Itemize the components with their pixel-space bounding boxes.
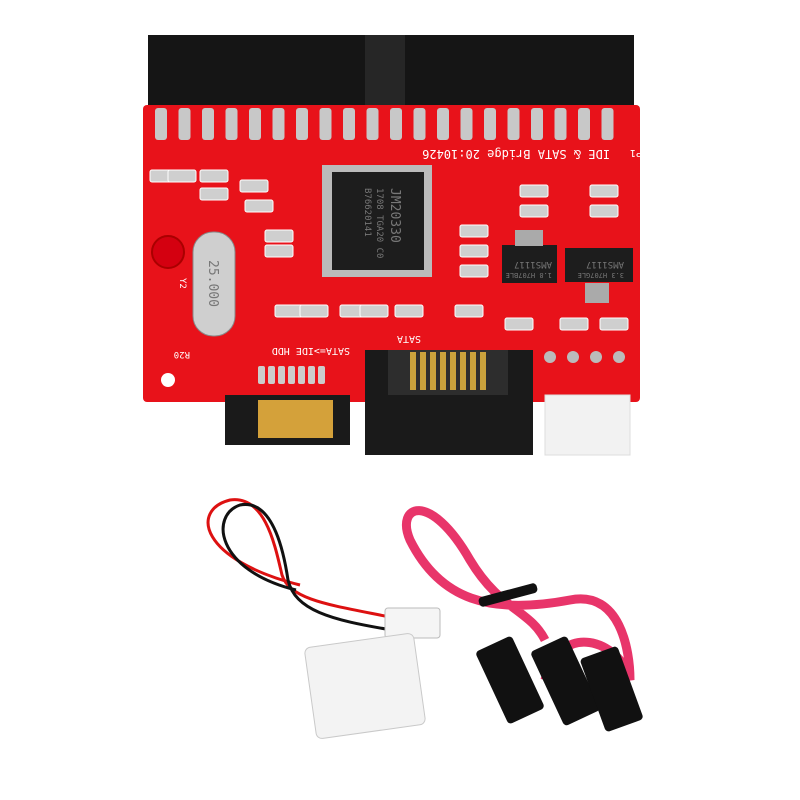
chip-line2: 1708 TGA20 C0 [374, 188, 384, 258]
crystal-ref: Y2 [177, 278, 187, 289]
sata-pin [450, 352, 456, 390]
sata-label: SATA [397, 333, 421, 344]
smd-component [459, 224, 489, 238]
smd-component [504, 317, 534, 331]
ide-pin [437, 108, 449, 140]
solder-pad [268, 366, 275, 384]
crystal-label: 25.000 [205, 260, 220, 307]
ide-pins [155, 108, 614, 140]
chip-model: JM20330 [387, 188, 402, 243]
ide-pin [390, 108, 402, 140]
sata-plug-1 [476, 636, 544, 724]
ide-pin [484, 108, 496, 140]
ide-connector-key [365, 35, 405, 113]
smd-component [519, 184, 549, 198]
smd-component [589, 204, 619, 218]
ide-pin [296, 108, 308, 140]
smd-component [359, 304, 389, 318]
molex-plug [304, 633, 426, 739]
smd-component [274, 304, 304, 318]
sata-pin [420, 352, 426, 390]
ide-pin [413, 108, 426, 140]
bridge-chip [332, 172, 424, 270]
ide-pin [155, 108, 167, 140]
sata-pin [470, 352, 476, 390]
regulator-1 [502, 245, 557, 283]
ide-pin [225, 108, 238, 140]
sata-pin [440, 352, 446, 390]
sata-plug-3 [580, 646, 643, 732]
ide-pin [554, 108, 567, 140]
regulator-2 [565, 248, 633, 282]
resistor-ref: R20 [174, 349, 190, 359]
molex-power-connector [544, 394, 631, 456]
smd-component [264, 229, 294, 243]
small-power-plug [384, 607, 441, 639]
ide-pin [578, 108, 590, 140]
ide-pin [202, 108, 214, 140]
regulator-1-label: AMS1117 [514, 259, 552, 269]
chip-line3: B76620141 [362, 188, 372, 237]
board-label: IDE & SATA Bridge 20:10426 [422, 147, 610, 161]
smd-component [264, 244, 294, 258]
solder-pad [318, 366, 325, 384]
ide-pin [178, 108, 191, 140]
sata-pin [480, 352, 486, 390]
smd-component [394, 304, 424, 318]
solder-pad [258, 366, 265, 384]
smd-component [559, 317, 589, 331]
smd-component [239, 179, 269, 193]
ide-pin [460, 108, 473, 140]
ide-pin [272, 108, 285, 140]
smd-component [167, 169, 197, 183]
regulator-1-code: 1.8 H707BLE [506, 271, 552, 279]
regulator-2-label: AMS1117 [586, 259, 624, 269]
smd-component [244, 199, 274, 213]
mode-label: SATA=>IDE HDD [272, 345, 350, 356]
ide-pin [343, 108, 355, 140]
crystal-oscillator [192, 231, 236, 337]
smd-component [299, 304, 329, 318]
smd-component [459, 244, 489, 258]
power-led [151, 235, 185, 269]
sata-pin [410, 352, 416, 390]
ide-pin [319, 108, 332, 140]
smd-components [149, 169, 629, 384]
solder-pad [308, 366, 315, 384]
header-pin [613, 351, 625, 363]
smd-component [589, 184, 619, 198]
smd-component [199, 169, 229, 183]
ide-pin [249, 108, 261, 140]
regulator-2-code: 3.3 H707GLE [578, 271, 624, 279]
solder-pad [298, 366, 305, 384]
solder-pad [278, 366, 285, 384]
smd-component [199, 187, 229, 201]
ide-pin [601, 108, 614, 140]
smd-component [454, 304, 484, 318]
sata-pin [430, 352, 436, 390]
mounting-hole [161, 373, 175, 387]
cable-tie [478, 583, 538, 607]
ide-pin [531, 108, 543, 140]
jumper-label: JP1 [630, 147, 648, 158]
smd-component [599, 317, 629, 331]
ide-pin [366, 108, 379, 140]
ide-pin [507, 108, 520, 140]
smd-component [519, 204, 549, 218]
smd-component [459, 264, 489, 278]
sata-plug-2 [531, 636, 600, 726]
header-pin [590, 351, 602, 363]
header-pin [567, 351, 579, 363]
sata-pin [460, 352, 466, 390]
molex-power-cable [206, 498, 393, 632]
header-pin [544, 351, 556, 363]
solder-pad [288, 366, 295, 384]
